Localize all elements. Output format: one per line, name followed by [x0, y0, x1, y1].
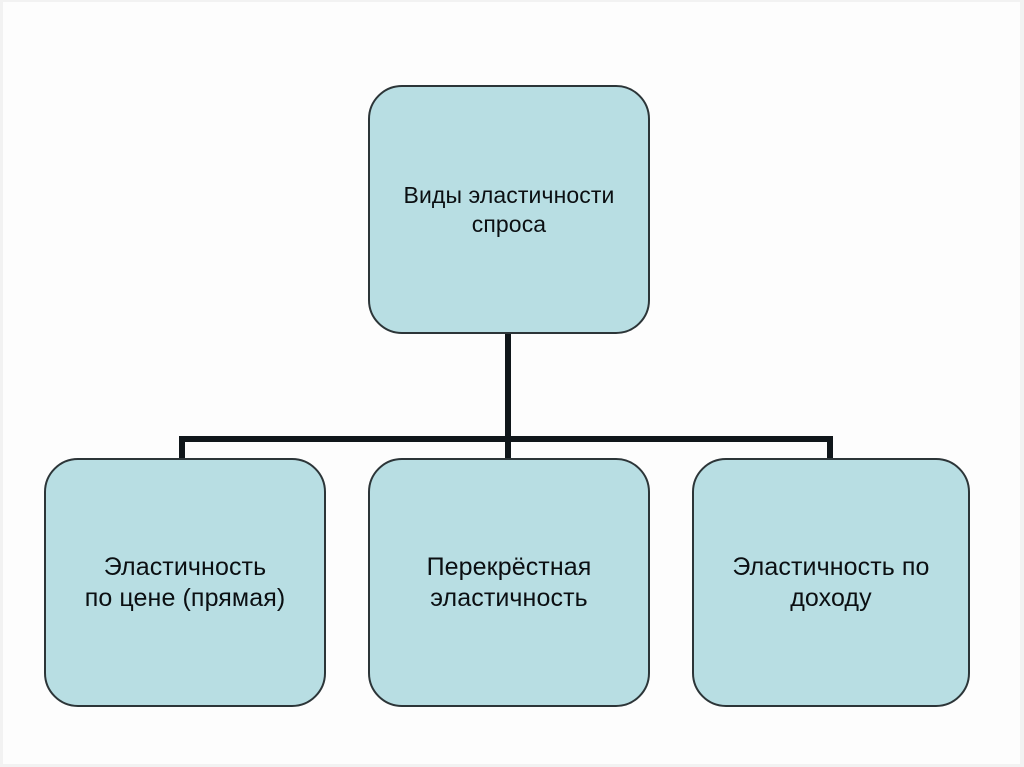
node-root[interactable]: Виды эластичности спроса [368, 85, 650, 334]
connector-drop-to-income-elasticity [827, 436, 833, 462]
connector-drop-to-price-elasticity [179, 436, 185, 462]
page-edge-right [1020, 0, 1024, 767]
node-cross-elasticity[interactable]: Перекрёстная эластичность [368, 458, 650, 707]
node-income-elasticity-label: Эластичность по доходу [732, 553, 930, 612]
node-root-label: Виды эластичности спроса [403, 182, 615, 237]
page-edge-bottom [0, 764, 1024, 767]
connector-stem-root-to-bar [505, 332, 511, 442]
page-edge-left [0, 0, 3, 767]
node-income-elasticity[interactable]: Эластичность по доходу [692, 458, 970, 707]
node-price-elasticity[interactable]: Эластичность по цене (прямая) [44, 458, 326, 707]
node-cross-elasticity-label: Перекрёстная эластичность [426, 553, 592, 612]
page-edge-top [0, 0, 1024, 2]
node-price-elasticity-label: Эластичность по цене (прямая) [84, 553, 286, 612]
connector-drop-to-cross-elasticity [505, 436, 511, 462]
